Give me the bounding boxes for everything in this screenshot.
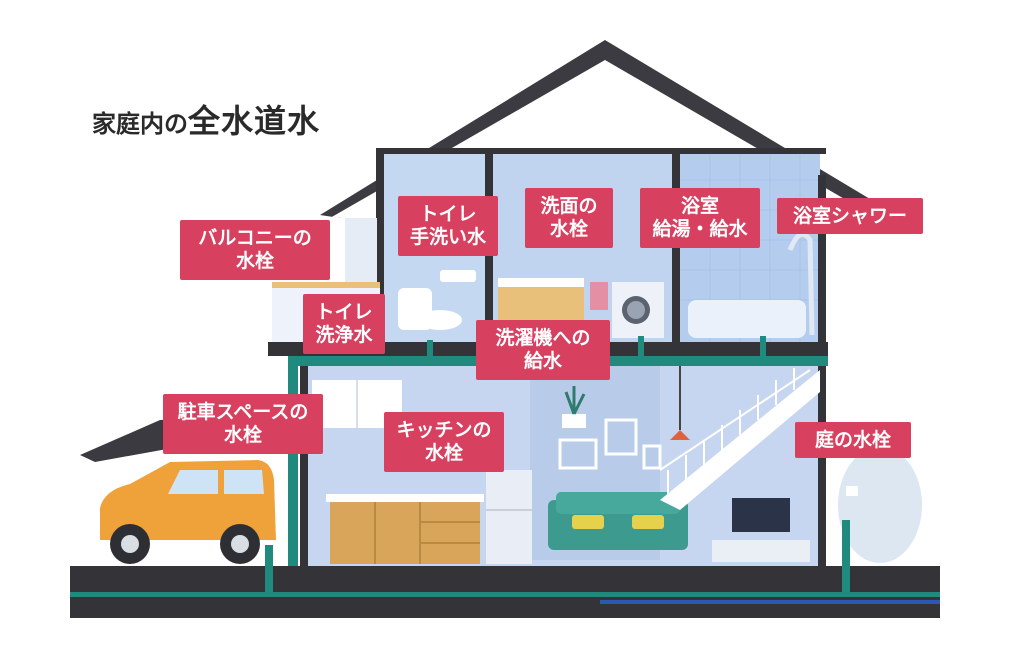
callout-balcony-faucet: バルコニーの 水栓 [180,220,330,280]
callout-text: トイレ 手洗い水 [409,203,486,248]
ground [70,566,940,592]
callout-toilet-flush: トイレ 洗浄水 [303,294,385,354]
garden-bush [838,447,922,563]
callout-kitchen-faucet: キッチンの 水栓 [384,412,504,472]
callout-text: 浴室シャワー [792,204,907,227]
picture-frame [558,438,598,470]
callout-text: キッチンの 水栓 [396,419,492,464]
callout-text: バルコニーの 水栓 [198,227,312,272]
shower-pipe [787,231,815,336]
callout-text: 洗面の 水栓 [540,195,598,240]
callout-parking-faucet: 駐車スペースの 水栓 [163,394,323,454]
callout-text: トイレ 洗浄水 [315,301,373,346]
callout-washer-supply: 洗濯機への 給水 [476,320,610,380]
kitchen-counter [330,500,480,564]
page-title: 家庭内の全水道水 [92,96,320,142]
callout-bath-shower: 浴室シャワー [777,198,923,234]
staircase [660,370,820,510]
pendant-lamp [670,430,690,440]
callout-text: 洗濯機への 給水 [495,327,591,372]
callout-garden-faucet: 庭の水栓 [795,422,911,458]
callout-washbasin-faucet: 洗面の 水栓 [525,188,613,248]
plant-pot [562,414,586,428]
callout-toilet-handwash: トイレ 手洗い水 [398,196,498,256]
bathtub [688,300,806,338]
title-prefix: 家庭内の [92,110,188,138]
callout-text: 庭の水栓 [814,428,891,451]
car [100,460,276,564]
callout-bath-hot-cold-supply: 浴室 給湯・給水 [640,188,760,248]
tv-stand [712,540,810,562]
callout-text: 浴室 給湯・給水 [652,195,748,240]
main-water-pipe [70,592,940,597]
title-main: 全水道水 [188,102,321,140]
refrigerator [486,470,532,564]
television [732,498,790,532]
callout-text: 駐車スペースの 水栓 [177,401,309,446]
